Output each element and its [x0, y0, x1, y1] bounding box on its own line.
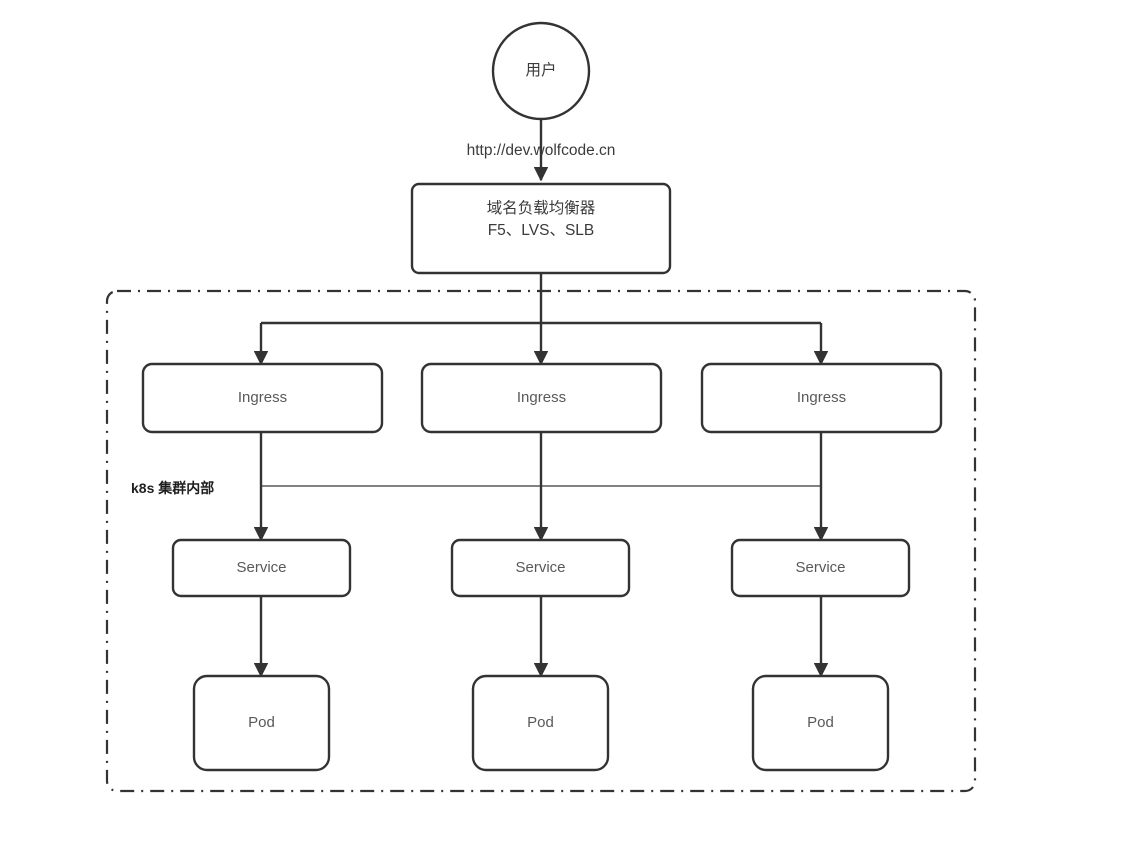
- pod-node-shape-3[interactable]: [751, 674, 890, 772]
- request-url-label: http://dev.wolfcode.cn: [466, 142, 616, 159]
- pod-node-shape-2[interactable]: [471, 674, 610, 772]
- load-balancer-node-shape[interactable]: [410, 182, 672, 275]
- service-node-shape-1[interactable]: [171, 538, 352, 598]
- user-node-shape[interactable]: [491, 21, 591, 121]
- cluster-zone-label: k8s 集群内部: [131, 480, 215, 496]
- ingress-node-shape-3[interactable]: [700, 362, 943, 434]
- service-node-shape-2[interactable]: [450, 538, 631, 598]
- ingress-node-shape-2[interactable]: [420, 362, 663, 434]
- ingress-node-shape-1[interactable]: [141, 362, 384, 434]
- pod-node-shape-1[interactable]: [192, 674, 331, 772]
- service-node-shape-3[interactable]: [730, 538, 911, 598]
